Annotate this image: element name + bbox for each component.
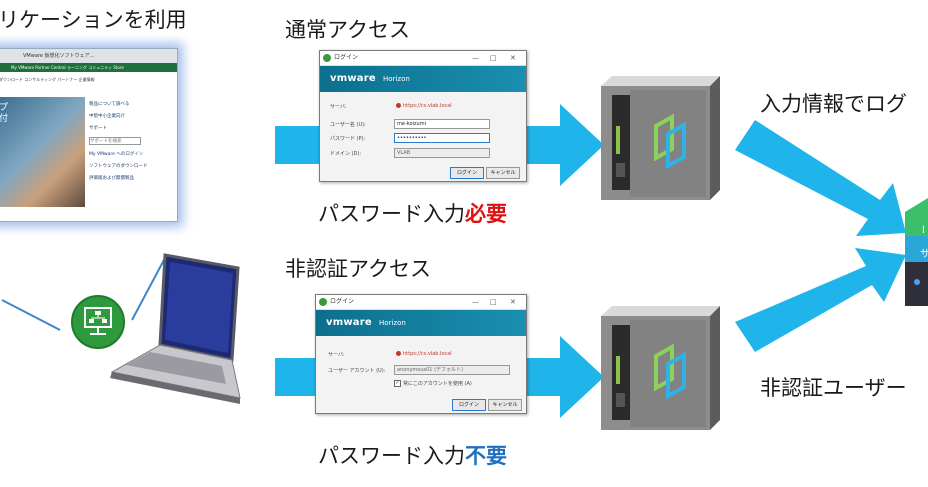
side-link[interactable]: サポートを検索 [89, 137, 141, 145]
login-dialog-anon: ログイン — □ ✕ vmware Horizon サーバ: https://c… [315, 294, 527, 414]
side-link[interactable]: 製品について調べる [89, 102, 130, 107]
vmware-logo: vmware [330, 73, 376, 84]
checkbox-check-icon[interactable]: ✓ [394, 380, 401, 387]
monitor-badge-icon [71, 295, 125, 349]
side-link[interactable]: 評価版および無償製品 [89, 176, 134, 181]
dialog-title: ログイン [334, 54, 359, 61]
vmware-banner: vmware Horizon [316, 310, 526, 336]
side-link[interactable]: 中堅中小企業向け [89, 114, 125, 119]
browser-nav: My VMware Partner Central ラーニング コミュニティ S… [0, 63, 177, 72]
maximize-icon[interactable]: □ [490, 54, 497, 62]
vmware-banner: vmware Horizon [320, 66, 526, 92]
always-use-checkbox[interactable]: ✓常にこのアカウントを使用 (A) [394, 380, 472, 387]
normal-caption: パスワード入力必要 [318, 198, 507, 228]
apps-heading: リケーションを利用 [0, 8, 187, 32]
normal-access-title: 通常アクセス [285, 18, 410, 42]
server-url: https://cs.vlab.local [396, 351, 452, 357]
app-icon [323, 54, 331, 62]
username-field[interactable]: me-koizumi [394, 119, 490, 129]
side-link[interactable]: ソフトウェアのダウンロード [89, 164, 148, 169]
close-icon[interactable]: ✕ [510, 54, 516, 62]
server-label: サーバ: [328, 352, 345, 358]
lock-icon [396, 103, 401, 108]
browser-screenshot: VMware 仮想化ソフトウェア... My VMware Partner Ce… [0, 48, 178, 222]
lock-icon [396, 351, 401, 356]
password-field[interactable]: •••••••••• [394, 133, 490, 143]
caption-not-required: 不要 [465, 444, 507, 468]
caption-required: 必要 [465, 202, 507, 226]
server-url: https://cs.vlab.local [396, 103, 452, 109]
minimize-icon[interactable]: — [472, 54, 479, 62]
arrow-diag-down [735, 120, 906, 236]
login-dialog-normal: ログイン — □ ✕ vmware Horizon サーバ: https://c… [319, 50, 527, 182]
caption-text: パスワード入力 [318, 444, 465, 468]
browser-side-links: 製品について調べる 中堅中小企業向け サポート サポートを検索 My VMwar… [89, 101, 173, 187]
login-button[interactable]: ログイン [450, 167, 484, 179]
domain-label: ドメイン (D): [330, 151, 362, 157]
dialog-title: ログイン [330, 298, 355, 305]
dialog-titlebar: ログイン — □ ✕ [320, 51, 526, 66]
close-icon[interactable]: ✕ [510, 298, 516, 306]
server-top-icon [601, 76, 720, 200]
laptop-icon [110, 253, 241, 404]
server-label: サーバ: [330, 104, 347, 110]
browser-tab: VMware 仮想化ソフトウェア... [0, 49, 177, 63]
server-bottom-icon [601, 306, 720, 430]
right-top-label: 入力情報でログ [760, 92, 907, 116]
maximize-icon[interactable]: □ [490, 298, 497, 306]
vmware-logo: vmware [326, 317, 372, 328]
right-bottom-label: 非認証ユーザー [760, 376, 907, 400]
anon-access-title: 非認証アクセス [285, 257, 431, 281]
hero-photo: プ 付 [0, 97, 85, 207]
svg-text:サ: サ [920, 248, 928, 260]
cancel-button[interactable]: キャンセル [488, 399, 522, 411]
product-name: Horizon [379, 319, 406, 327]
arrow-diag-up [735, 248, 906, 352]
hero-text: プ 付 [0, 103, 8, 125]
cancel-button[interactable]: キャンセル [486, 167, 520, 179]
username-label: ユーザー名 (U): [330, 122, 366, 128]
caption-text: パスワード入力 [318, 202, 465, 226]
checkbox-label: 常にこのアカウントを使用 (A) [403, 381, 472, 387]
account-label: ユーザー アカウント (U): [328, 368, 386, 374]
side-link[interactable]: サポート [89, 126, 107, 131]
app-volume-stack-icon: l サ [905, 198, 928, 306]
password-label: パスワード (P): [330, 136, 366, 142]
anon-caption: パスワード入力不要 [318, 440, 507, 470]
product-name: Horizon [383, 75, 410, 83]
login-button[interactable]: ログイン [452, 399, 486, 411]
browser-subnav: ダウンロード コンサルティング パートナー 企業情報 [0, 77, 95, 82]
account-select[interactable]: anonymous01 (デフォルト) [394, 365, 510, 375]
connector-line-right [131, 257, 166, 321]
svg-text:l: l [922, 225, 925, 236]
connector-line-left [1, 299, 61, 331]
minimize-icon[interactable]: — [472, 298, 479, 306]
side-link[interactable]: My VMware へのログイン [89, 152, 144, 157]
dialog-titlebar: ログイン — □ ✕ [316, 295, 526, 310]
app-icon [319, 298, 327, 306]
domain-select[interactable]: VLAB [394, 148, 490, 158]
